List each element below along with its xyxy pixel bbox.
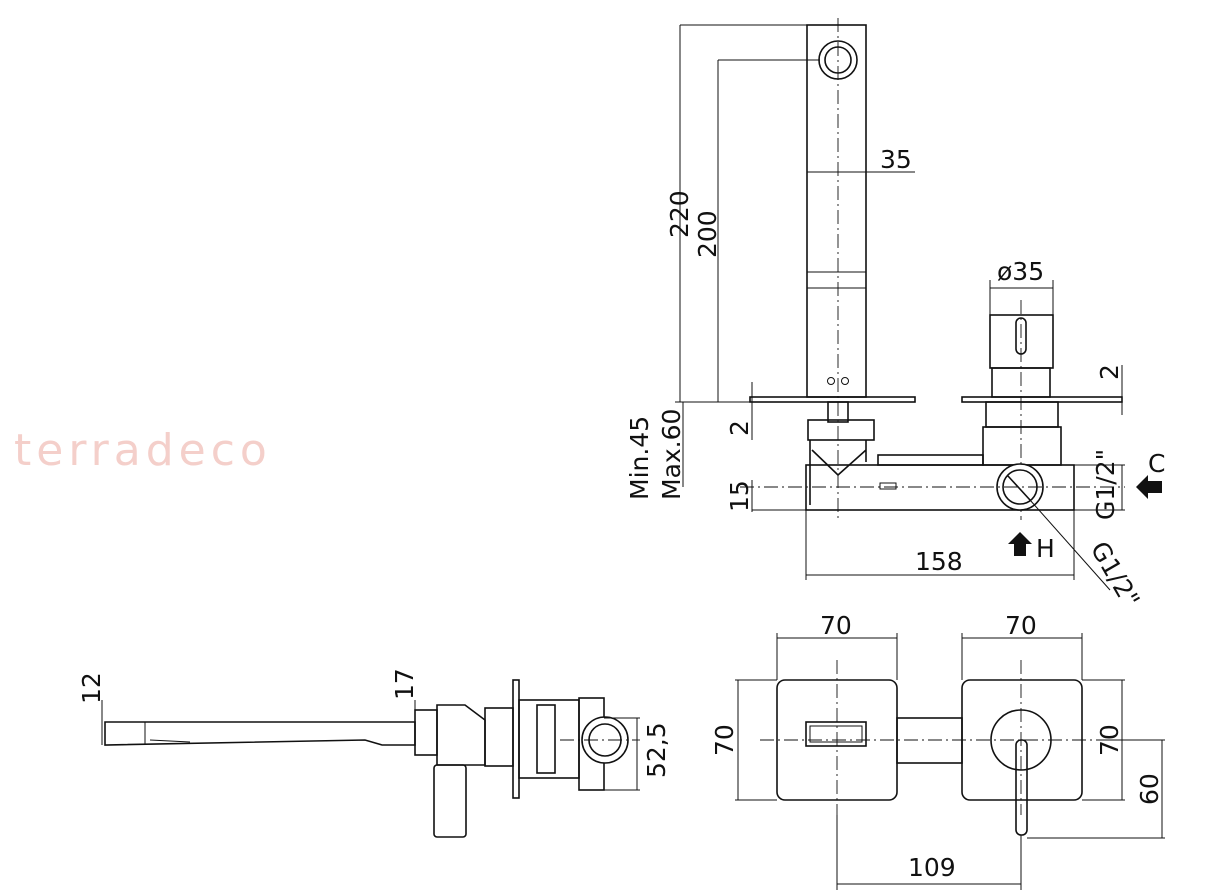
profile-wall-plate <box>512 679 520 799</box>
watermark: terradeco <box>14 425 272 476</box>
dim-max-depth: Max.60 <box>657 409 686 500</box>
dim-spout-height: 200 <box>693 210 722 258</box>
dim-right-plate-width: 70 <box>1005 611 1037 640</box>
dim-center-distance: 109 <box>908 853 956 882</box>
hot-inlet-arrow-icon <box>1008 532 1032 556</box>
dim-handle-height: 60 <box>1135 773 1164 805</box>
dim-left-plate-height: 70 <box>710 724 739 756</box>
dim-spout-thickness: 12 <box>77 672 106 704</box>
dim-plate-thickness-left: 2 <box>725 420 754 436</box>
cold-label: C <box>1148 449 1165 478</box>
hot-label: H <box>1036 534 1055 563</box>
dim-spout-width: 35 <box>880 145 912 174</box>
dim-min-depth: Min.45 <box>625 416 654 500</box>
connection-vertical: G1/2" <box>1091 449 1120 520</box>
cold-inlet-arrow-icon <box>1136 475 1162 499</box>
dim-total-height: 220 <box>665 190 694 238</box>
dim-plate-thickness-right: 2 <box>1095 364 1124 380</box>
connection-diagonal: G1/2" <box>1085 537 1146 613</box>
front-view: 70 70 70 70 60 109 <box>710 611 1165 890</box>
dim-spout-end: 17 <box>390 668 419 700</box>
dim-handle-diameter: ø35 <box>997 257 1044 286</box>
dim-body-height: 52,5 <box>642 722 671 778</box>
handle-cap <box>989 314 1054 369</box>
side-view: 220 200 35 ø35 2 2 Min.45 Max.60 15 158 … <box>625 18 1165 613</box>
dim-offset: 15 <box>725 480 754 512</box>
profile-view: 12 17 52,5 <box>77 668 671 838</box>
dim-body-length: 158 <box>915 547 963 576</box>
lever-handle <box>433 764 467 838</box>
spout-profile <box>104 721 416 746</box>
spout-body <box>806 24 867 398</box>
dim-left-plate-width: 70 <box>820 611 852 640</box>
